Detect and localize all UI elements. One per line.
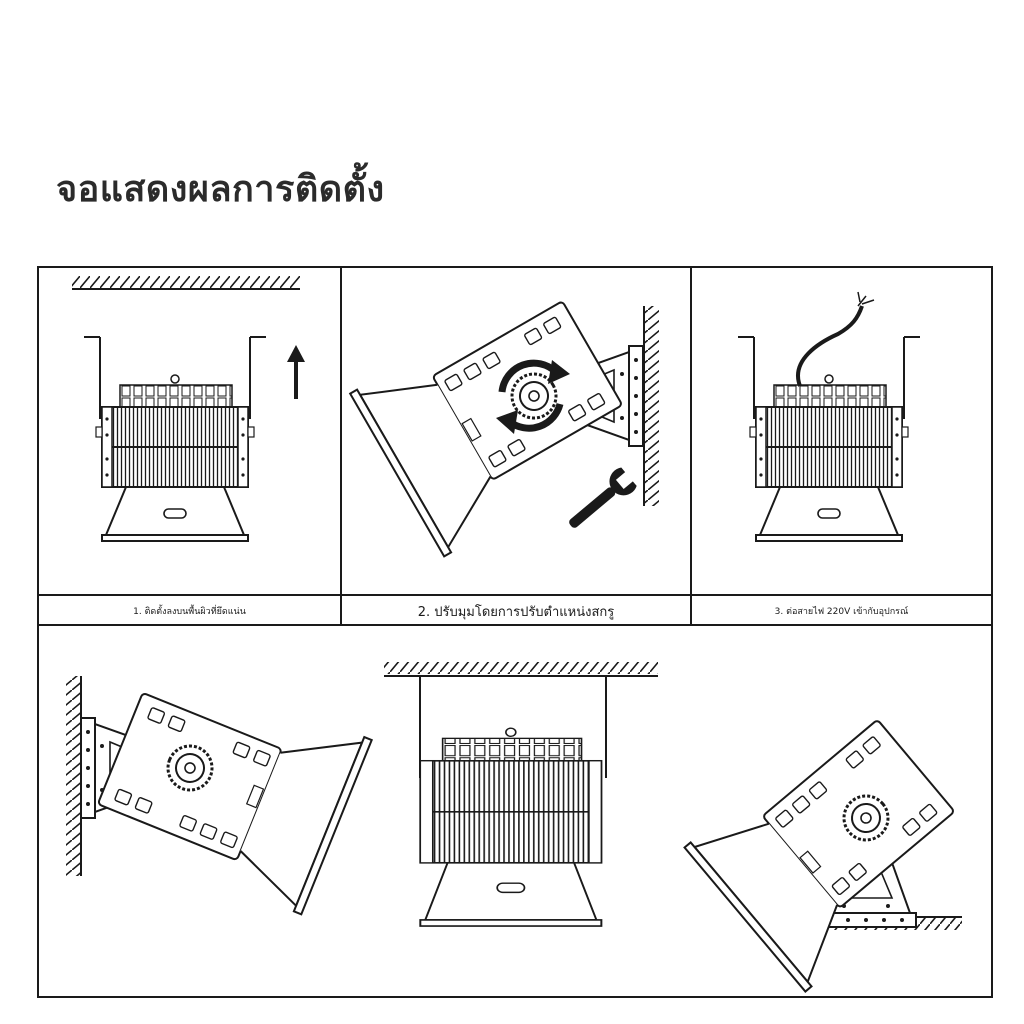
rotate-arrow-icon <box>498 359 559 393</box>
wrench-icon <box>569 467 637 528</box>
panel-divider-2 <box>690 268 692 624</box>
caption-row-bottom-line <box>39 624 991 626</box>
step-2-caption: 2. ปรับมุมโดยการปรับตำแหน่งสกรู <box>417 604 615 620</box>
installation-diagram-frame: 1. ติดตั้งลงบนพื้นผิวที่ยึดแน่น 2. ปรับม… <box>37 266 993 998</box>
step-2-illustration <box>348 277 659 558</box>
bottom-illustration-ceiling <box>384 662 658 927</box>
power-cable-icon <box>796 305 864 387</box>
panel-divider-1 <box>340 268 342 624</box>
bottom-illustration-floor <box>683 698 984 994</box>
up-arrow-icon <box>287 345 305 399</box>
page-title: จอแสดงผลการติดตั้ง <box>56 169 385 210</box>
bottom-illustration-wall <box>66 652 374 916</box>
step-3-caption: 3. ต่อสายไฟ 220V เข้ากับอุปกรณ์ <box>774 607 909 617</box>
caption-row-top-line <box>39 594 991 596</box>
step-1-caption: 1. ติดตั้งลงบนพื้นผิวที่ยึดแน่น <box>133 607 246 617</box>
step-1-illustration <box>72 276 305 542</box>
step-3-illustration <box>737 291 921 542</box>
